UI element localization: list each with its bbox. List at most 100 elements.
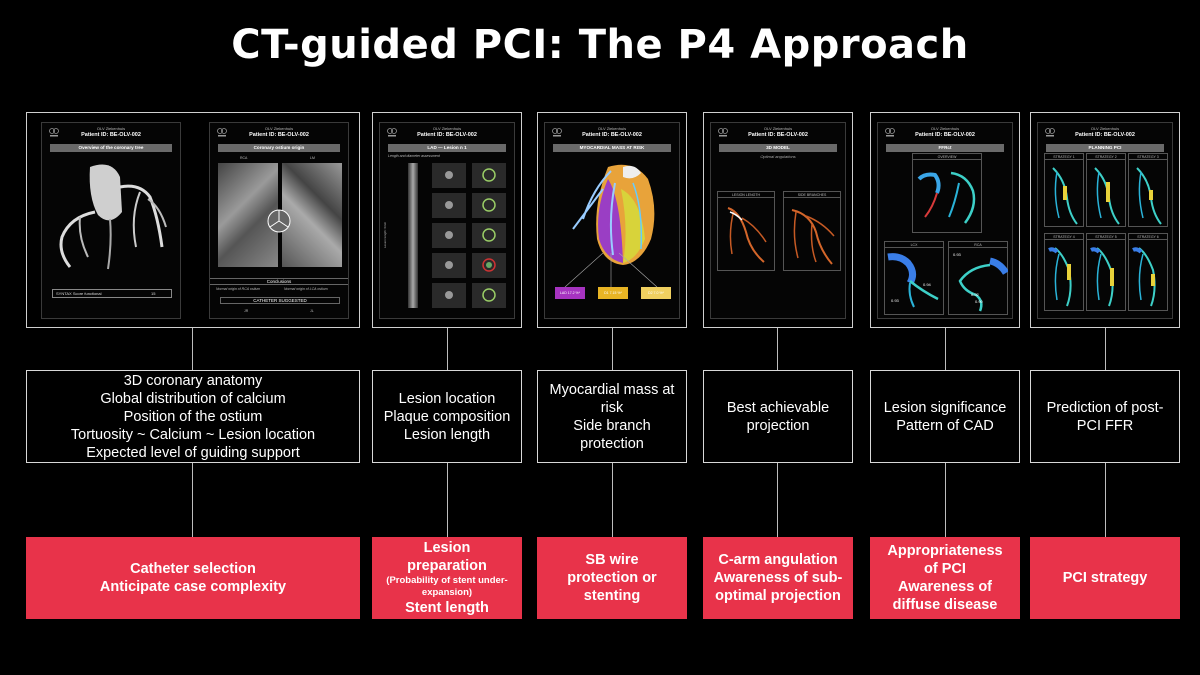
ostium-clock-icon xyxy=(267,209,291,233)
mass-tag-d1: D1 7.15 %* xyxy=(598,287,628,299)
patient-id: Patient ID: BE-OLV-002 xyxy=(748,132,808,138)
connector-line-4b xyxy=(777,463,778,537)
section-header: MYOCARDIAL MASS AT RISK xyxy=(553,144,671,152)
mass-tag-d1-text: D1 7.15 %* xyxy=(604,291,622,295)
action-line: Awareness of xyxy=(897,579,993,595)
section-header: Overview of the coronary tree xyxy=(50,144,172,152)
report-frame-3d-model: OLV Ziekenhuis Patient ID: BE-OLV-002 3D… xyxy=(703,112,853,328)
connector-line-6b xyxy=(1105,463,1106,537)
description-line: Position of the ostium xyxy=(123,408,263,425)
strategy-image xyxy=(1094,167,1120,225)
action-box-sb-wire: SB wire protection or stenting xyxy=(537,537,687,619)
description-line: Lesion length xyxy=(403,426,491,443)
description-line: Best achievable xyxy=(726,399,830,416)
catheter-jl: JL xyxy=(310,309,314,313)
action-line: PCI strategy xyxy=(1062,570,1148,586)
report-page-planning: OLV Ziekenhuis Patient ID: BE-OLV-002 PL… xyxy=(1037,122,1173,319)
strategy-panel-5: STRATEGY 5 xyxy=(1086,233,1126,311)
action-line: Anticipate case complexity xyxy=(99,579,287,595)
report-page-coronary-tree: OLV Ziekenhuis Patient ID: BE-OLV-002 Ov… xyxy=(41,122,181,319)
institution-name: OLV Ziekenhuis xyxy=(930,126,960,131)
action-line: protection or xyxy=(567,570,657,586)
strategy-panel-3: STRATEGY 3 xyxy=(1128,153,1168,227)
mass-tag-d2-text: D2 7.0 %* xyxy=(648,291,664,295)
connector-line-3 xyxy=(612,328,613,370)
connector-line-3b xyxy=(612,463,613,537)
institution-name: OLV Ziekenhuis xyxy=(96,126,126,131)
action-line: preparation xyxy=(407,558,487,574)
institution-name: OLV Ziekenhuis xyxy=(597,126,627,131)
description-text: Myocardial mass at risk Side branch prot… xyxy=(550,381,675,453)
ffrct-value: 0.92 xyxy=(971,292,979,297)
catheter-suggested-label: CATHETER SUGGESTED xyxy=(220,297,340,304)
model-panel-title: SIDE BRANCHES xyxy=(784,193,840,198)
ffrct-value: 0.94 xyxy=(923,282,931,287)
action-line: Catheter selection xyxy=(130,561,256,577)
patient-id: Patient ID: BE-OLV-002 xyxy=(1075,132,1135,138)
strategy-image xyxy=(1132,247,1156,307)
patient-id: Patient ID: BE-OLV-002 xyxy=(417,132,477,138)
model-subtitle: Optimal angulations xyxy=(760,154,796,159)
description-line: PCI FFR xyxy=(1076,417,1134,434)
description-box-projection: Best achievable projection xyxy=(703,370,853,463)
ffrct-lcx-title: LCX xyxy=(885,243,943,248)
description-text: 3D coronary anatomy Global distribution … xyxy=(71,372,315,462)
strategy-title: STRATEGY 3 xyxy=(1129,155,1167,160)
action-box-catheter: Catheter selection Anticipate case compl… xyxy=(26,537,360,619)
page-title: CT-guided PCI: The P4 Approach xyxy=(231,22,969,68)
strategy-image xyxy=(1136,167,1162,225)
syntax-score-value: 15 xyxy=(151,291,156,296)
coronary-tree-image xyxy=(59,164,167,270)
logo-icon xyxy=(718,128,728,137)
institution-name: OLV Ziekenhuis xyxy=(1090,126,1120,131)
stretched-vessel-image xyxy=(408,163,418,308)
strategy-title: STRATEGY 6 xyxy=(1129,235,1167,240)
logo-icon xyxy=(217,128,227,137)
strategy-image xyxy=(1048,247,1072,307)
rca-label: RCA xyxy=(240,156,248,160)
description-line: Lesion significance xyxy=(883,399,1007,416)
strategy-panel-2: STRATEGY 2 xyxy=(1086,153,1126,227)
patient-id: Patient ID: BE-OLV-002 xyxy=(249,132,309,138)
description-text: Lesion location Plaque composition Lesio… xyxy=(384,390,511,444)
action-line: Lesion xyxy=(423,540,471,556)
catheter-jr: JR xyxy=(244,309,249,313)
action-line: diffuse disease xyxy=(892,597,998,613)
cross-section-grid xyxy=(432,163,508,308)
strategy-title: STRATEGY 5 xyxy=(1087,235,1125,240)
institution-name: OLV Ziekenhuis xyxy=(264,126,294,131)
lesion-subtitle: Length and diameter assessment xyxy=(388,154,440,158)
logo-icon xyxy=(49,128,59,137)
model-panel-lesion-length: LESION LENGTH xyxy=(717,191,775,271)
description-line: Prediction of post- xyxy=(1046,399,1164,416)
ffrct-overview-image xyxy=(917,171,976,224)
description-box-significance: Lesion significance Pattern of CAD xyxy=(870,370,1020,463)
section-header: 3D MODEL xyxy=(719,144,837,152)
heart-model-image xyxy=(572,164,655,265)
model-panel-side-branches: SIDE BRANCHES xyxy=(783,191,841,271)
description-box-anatomy: 3D coronary anatomy Global distribution … xyxy=(26,370,360,463)
action-line: Stent length xyxy=(405,600,489,616)
ffrct-overview-title: OVERVIEW xyxy=(913,155,981,160)
strategy-title: STRATEGY 2 xyxy=(1087,155,1125,160)
action-box-appropriateness: Appropriateness of PCI Awareness of diff… xyxy=(870,537,1020,619)
strategy-image xyxy=(1090,247,1114,307)
strategy-panel-1: STRATEGY 1 xyxy=(1044,153,1084,227)
logo-icon xyxy=(552,128,562,137)
patient-id: Patient ID: BE-OLV-002 xyxy=(582,132,642,138)
lca-origin-note: Normal origin of LCA ostium xyxy=(284,287,328,291)
ffrct-lcx-panel: LCX 0.94 0.93 xyxy=(884,241,944,315)
connector-line-6 xyxy=(1105,328,1106,370)
mass-tag-lad-text: LAD 17.2 %* xyxy=(559,291,581,295)
rca-origin-note: Normal origin of RCA ostium xyxy=(216,287,261,291)
report-frame-planning: OLV Ziekenhuis Patient ID: BE-OLV-002 PL… xyxy=(1030,112,1180,328)
ostium-image-lm xyxy=(282,163,342,267)
section-header: FFRct xyxy=(886,144,1004,152)
description-line: Tortuosity ~ Calcium ~ Lesion location xyxy=(70,426,316,443)
action-line: C-arm angulation xyxy=(718,552,838,568)
description-line: Global distribution of calcium xyxy=(100,390,286,407)
report-frame-ffrct: OLV Ziekenhuis Patient ID: BE-OLV-002 FF… xyxy=(870,112,1020,328)
description-line: Myocardial mass at xyxy=(549,381,675,398)
logo-icon xyxy=(387,128,397,137)
section-header: LAD — Lesion n 1 xyxy=(388,144,506,152)
